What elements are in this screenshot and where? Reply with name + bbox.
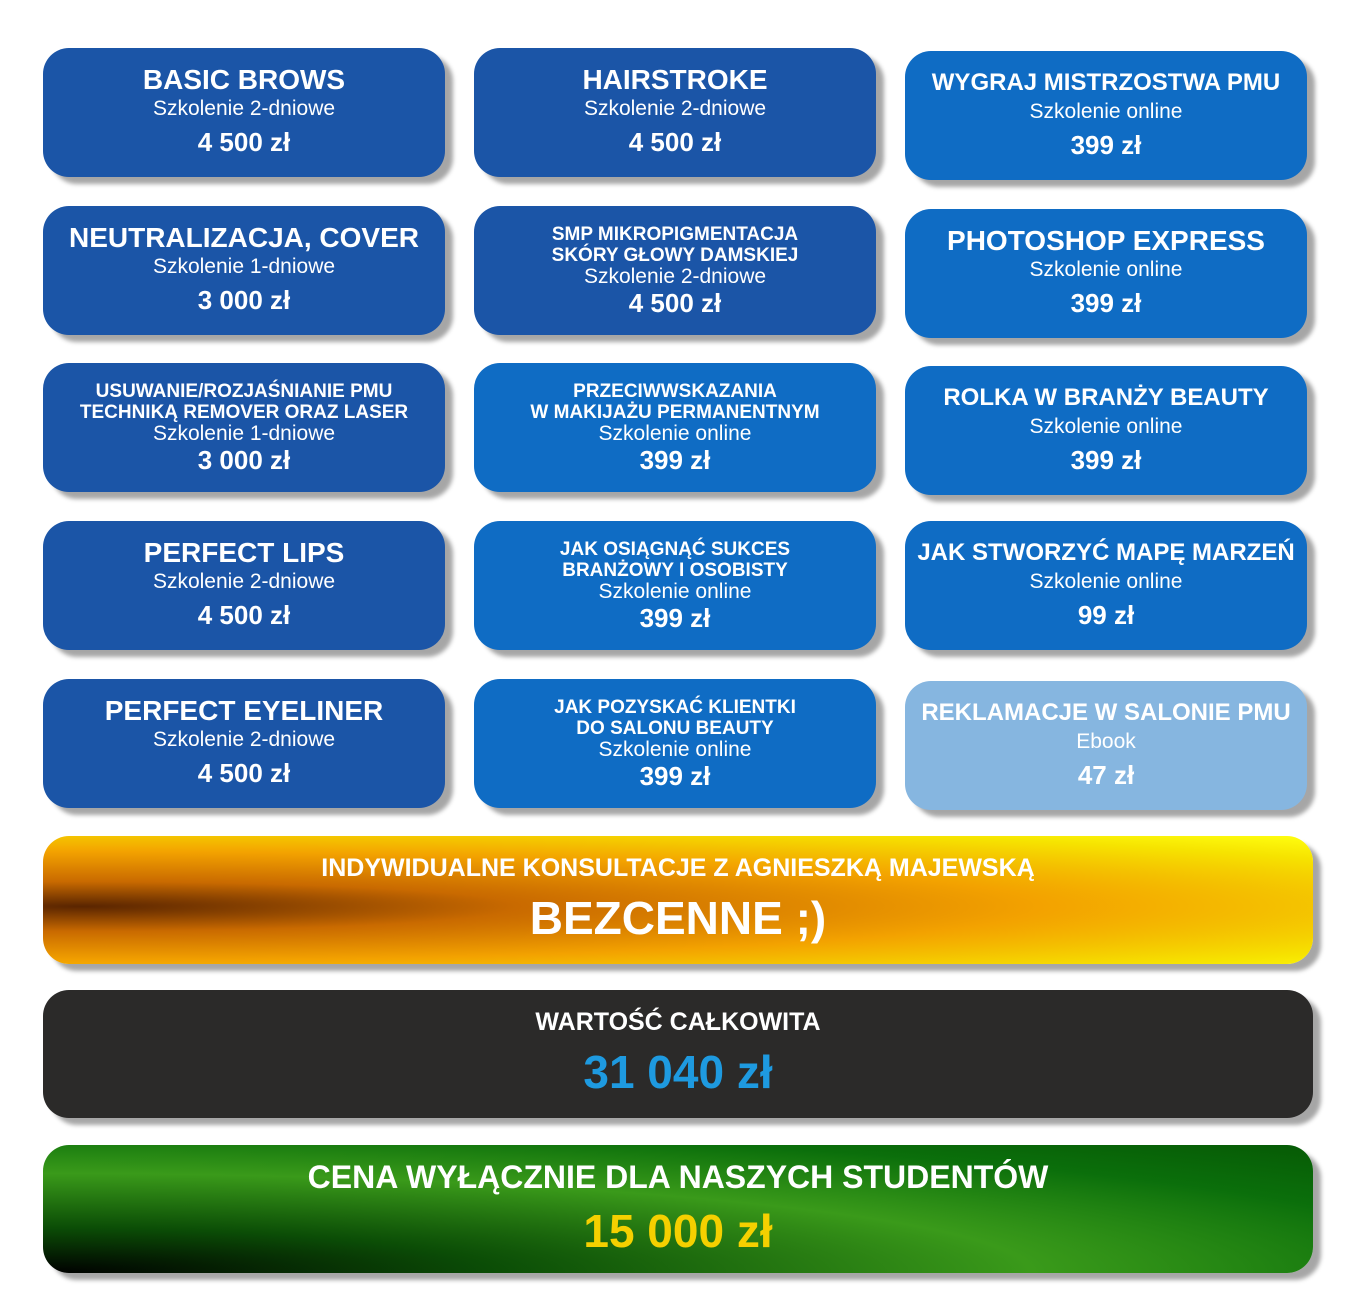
course-price: 399 zł xyxy=(1070,287,1142,318)
course-price: 99 zł xyxy=(1077,599,1135,630)
course-price: 399 zł xyxy=(639,760,711,791)
course-subtitle: Szkolenie 1-dniowe xyxy=(152,254,336,278)
course-title-line2: W MAKIJAŻU PERMANENTNYM xyxy=(530,401,820,423)
course-price: 4 500 zł xyxy=(197,757,291,788)
total-value: 31 040 zł xyxy=(583,1046,773,1098)
course-title: WYGRAJ MISTRZOSTWA PMU xyxy=(931,68,1281,96)
course-title: SMP MIKROPIGMENTACJA xyxy=(551,223,799,245)
course-card-photoshop: PHOTOSHOP EXPRESS Szkolenie online 399 z… xyxy=(905,209,1307,338)
course-price: 4 500 zł xyxy=(197,126,291,157)
course-subtitle: Szkolenie online xyxy=(1029,257,1183,281)
course-title: PERFECT EYELINER xyxy=(104,694,384,726)
course-card-rolka: ROLKA W BRANŻY BEAUTY Szkolenie online 3… xyxy=(905,366,1307,495)
consultation-title: INDYWIDUALNE KONSULTACJE Z AGNIESZKĄ MAJ… xyxy=(321,854,1035,882)
course-card-mapa-marzen: JAK STWORZYĆ MAPĘ MARZEŃ Szkolenie onlin… xyxy=(905,521,1307,650)
course-subtitle: Szkolenie 2-dniowe xyxy=(152,96,336,120)
course-title: NEUTRALIZACJA, COVER xyxy=(68,221,419,253)
course-price: 47 zł xyxy=(1077,759,1135,790)
course-card-perfect-eyeliner: PERFECT EYELINER Szkolenie 2-dniowe 4 50… xyxy=(43,679,445,808)
course-title-line2: BRANŻOWY I OSOBISTY xyxy=(562,559,788,581)
course-card-basic-brows: BASIC BROWS Szkolenie 2-dniowe 4 500 zł xyxy=(43,48,445,177)
course-card-przeciwwskazania: PRZECIWWSKAZANIA W MAKIJAŻU PERMANENTNYM… xyxy=(474,363,876,492)
course-card-neutralizacja: NEUTRALIZACJA, COVER Szkolenie 1-dniowe … xyxy=(43,206,445,335)
course-price: 399 zł xyxy=(639,444,711,475)
student-price-title: CENA WYŁĄCZNIE DLA NASZYCH STUDENTÓW xyxy=(307,1159,1049,1195)
course-subtitle: Szkolenie online xyxy=(598,421,752,445)
course-title: REKLAMACJE W SALONIE PMU xyxy=(921,698,1291,726)
student-price-value: 15 000 zł xyxy=(583,1205,773,1257)
course-subtitle: Szkolenie 2-dniowe xyxy=(583,264,767,288)
total-value-banner: WARTOŚĆ CAŁKOWITA 31 040 zł xyxy=(43,990,1313,1118)
course-subtitle: Szkolenie online xyxy=(598,737,752,761)
course-title: BASIC BROWS xyxy=(142,63,346,95)
course-card-klientki: JAK POZYSKAĆ KLIENTKI DO SALONU BEAUTY S… xyxy=(474,679,876,808)
course-price: 3 000 zł xyxy=(197,284,291,315)
course-title: JAK OSIĄGNĄĆ SUKCES xyxy=(559,538,791,560)
course-price: 3 000 zł xyxy=(197,444,291,475)
course-card-usuwanie: USUWANIE/ROZJAŚNIANIE PMU TECHNIKĄ REMOV… xyxy=(43,363,445,492)
course-title: ROLKA W BRANŻY BEAUTY xyxy=(943,383,1269,411)
course-card-smp: SMP MIKROPIGMENTACJA SKÓRY GŁOWY DAMSKIE… xyxy=(474,206,876,335)
course-subtitle: Szkolenie 2-dniowe xyxy=(583,96,767,120)
student-price-banner: CENA WYŁĄCZNIE DLA NASZYCH STUDENTÓW 15 … xyxy=(43,1145,1313,1273)
course-title-line2: TECHNIKĄ REMOVER ORAZ LASER xyxy=(79,401,409,423)
course-title: PRZECIWWSKAZANIA xyxy=(573,380,777,402)
course-card-reklamacje: REKLAMACJE W SALONIE PMU Ebook 47 zł xyxy=(905,681,1307,810)
course-title-line2: DO SALONU BEAUTY xyxy=(576,717,774,739)
course-price: 4 500 zł xyxy=(628,126,722,157)
course-title: JAK STWORZYĆ MAPĘ MARZEŃ xyxy=(917,538,1295,566)
course-subtitle: Szkolenie online xyxy=(598,579,752,603)
course-card-sukces: JAK OSIĄGNĄĆ SUKCES BRANŻOWY I OSOBISTY … xyxy=(474,521,876,650)
course-title-line2: SKÓRY GŁOWY DAMSKIEJ xyxy=(551,244,799,266)
course-price: 4 500 zł xyxy=(628,287,722,318)
course-card-wygraj-mistrzostwa: WYGRAJ MISTRZOSTWA PMU Szkolenie online … xyxy=(905,51,1307,180)
course-card-perfect-lips: PERFECT LIPS Szkolenie 2-dniowe 4 500 zł xyxy=(43,521,445,650)
course-subtitle: Szkolenie online xyxy=(1029,569,1183,593)
course-subtitle: Szkolenie 2-dniowe xyxy=(152,727,336,751)
consultation-banner: INDYWIDUALNE KONSULTACJE Z AGNIESZKĄ MAJ… xyxy=(43,836,1313,964)
total-title: WARTOŚĆ CAŁKOWITA xyxy=(535,1008,821,1036)
course-price: 399 zł xyxy=(639,602,711,633)
course-subtitle: Ebook xyxy=(1076,729,1136,753)
course-price: 399 zł xyxy=(1070,129,1142,160)
consultation-value: BEZCENNE ;) xyxy=(529,892,827,944)
course-title: PERFECT LIPS xyxy=(143,536,345,568)
course-subtitle: Szkolenie 2-dniowe xyxy=(152,569,336,593)
course-subtitle: Szkolenie 1-dniowe xyxy=(152,421,336,445)
course-subtitle: Szkolenie online xyxy=(1029,414,1183,438)
course-price: 399 zł xyxy=(1070,444,1142,475)
course-card-hairstroke: HAIRSTROKE Szkolenie 2-dniowe 4 500 zł xyxy=(474,48,876,177)
course-title: USUWANIE/ROZJAŚNIANIE PMU xyxy=(95,380,393,402)
course-price: 4 500 zł xyxy=(197,599,291,630)
course-title: PHOTOSHOP EXPRESS xyxy=(947,224,1265,256)
course-subtitle: Szkolenie online xyxy=(1029,99,1183,123)
course-title: HAIRSTROKE xyxy=(582,63,768,95)
course-title: JAK POZYSKAĆ KLIENTKI xyxy=(554,696,796,718)
